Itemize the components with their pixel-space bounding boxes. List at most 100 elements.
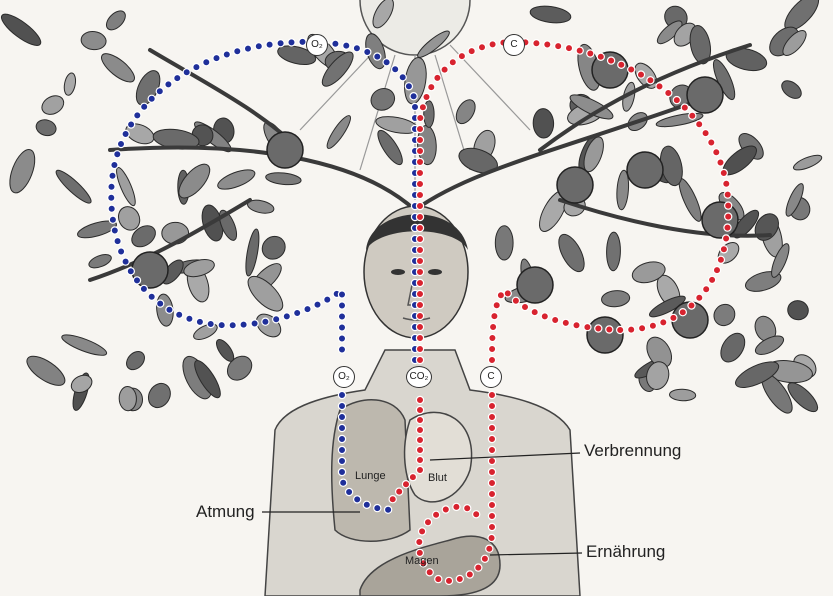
oxygen-dot xyxy=(343,42,350,49)
leaf-shape xyxy=(119,386,137,411)
carbon-dot xyxy=(416,356,423,363)
c-top-marker: C xyxy=(503,34,525,56)
carbon-dot xyxy=(416,147,423,154)
oxygen-dot xyxy=(117,140,124,147)
carbon-dot xyxy=(489,41,496,48)
combustion-label: Verbrennung xyxy=(584,441,681,461)
leaf-shape xyxy=(103,7,129,33)
carbon-dot xyxy=(396,488,403,495)
carbon-dot xyxy=(723,235,730,242)
carbon-dot xyxy=(416,224,423,231)
right-eye-shape xyxy=(428,269,442,275)
carbon-dot xyxy=(416,268,423,275)
carbon-dot xyxy=(416,169,423,176)
leaf-shape xyxy=(778,77,804,102)
leaf-shape xyxy=(39,92,67,118)
oxygen-dot xyxy=(338,424,345,431)
carbon-dot xyxy=(491,313,498,320)
carbon-dot xyxy=(416,334,423,341)
oxygen-dot xyxy=(213,55,220,62)
oxygen-dot xyxy=(218,322,225,329)
carbon-dot xyxy=(416,466,423,473)
carbon-dot xyxy=(723,180,730,187)
leaf-shape xyxy=(213,337,237,364)
carbon-dot xyxy=(628,326,635,333)
carbon-dot xyxy=(717,256,724,263)
fruit-shape xyxy=(557,167,593,203)
carbon-dot xyxy=(709,276,716,283)
carbon-dot xyxy=(717,159,724,166)
oxygen-dot xyxy=(374,505,381,512)
carbon-dot xyxy=(584,324,591,331)
leaf-shape xyxy=(60,331,109,359)
carbon-dot xyxy=(416,202,423,209)
oxygen-dot xyxy=(324,296,331,303)
carbon-dot xyxy=(488,479,495,486)
carbon-dot xyxy=(419,528,426,535)
fruit-shape xyxy=(702,202,738,238)
carbon-dot xyxy=(424,519,431,526)
carbon-dot xyxy=(488,446,495,453)
oxygen-dot xyxy=(262,318,269,325)
carbon-dot xyxy=(402,481,409,488)
leaf-shape xyxy=(113,166,138,208)
leaf-shape xyxy=(792,152,824,173)
stomach-label: Magen xyxy=(405,555,439,567)
oxygen-dot xyxy=(118,248,125,255)
oxygen-dot xyxy=(266,41,273,48)
co2-body-marker: CO₂ xyxy=(406,366,432,388)
leaf-shape xyxy=(786,299,810,322)
carbon-dot xyxy=(416,257,423,264)
carbon-dot xyxy=(497,292,504,299)
carbon-dot xyxy=(587,50,594,57)
fruit-shape xyxy=(627,152,663,188)
leaf-shape xyxy=(716,329,750,366)
leaf-shape xyxy=(97,49,138,87)
carbon-dot xyxy=(673,97,680,104)
carbon-dot xyxy=(416,538,423,545)
carbon-dot xyxy=(696,294,703,301)
carbon-dot xyxy=(416,312,423,319)
carbon-dot xyxy=(389,496,396,503)
carbon-dot xyxy=(660,319,667,326)
leaf-shape xyxy=(601,290,630,308)
carbon-dot xyxy=(725,213,732,220)
leaf-shape xyxy=(191,321,219,343)
leaf-shape xyxy=(324,113,354,151)
carbon-dot xyxy=(702,130,709,137)
fruit-shape xyxy=(517,267,553,303)
carbon-dot xyxy=(597,53,604,60)
carbon-dot xyxy=(713,267,720,274)
carbon-dot xyxy=(417,114,424,121)
carbon-dot xyxy=(647,77,654,84)
carbon-dot xyxy=(720,169,727,176)
leaf-shape xyxy=(554,231,590,276)
leaf-shape xyxy=(529,4,572,25)
leaf-shape xyxy=(215,166,257,193)
oxygen-dot xyxy=(148,293,155,300)
leaf-shape xyxy=(533,108,554,138)
leaf-shape xyxy=(0,9,45,50)
carbon-dot xyxy=(606,326,613,333)
oxygen-dot xyxy=(111,161,118,168)
carbon-dot xyxy=(416,191,423,198)
carbon-dot xyxy=(488,490,495,497)
nutrition-label: Ernährung xyxy=(586,542,665,562)
oxygen-dot xyxy=(156,88,163,95)
carbon-dot xyxy=(703,286,710,293)
carbon-dot xyxy=(416,436,423,443)
carbon-dot xyxy=(416,426,423,433)
oxygen-dot xyxy=(338,435,345,442)
leaf-shape xyxy=(63,72,78,96)
oxygen-dot xyxy=(392,66,399,73)
oxygen-dot xyxy=(183,69,190,76)
leaf-shape xyxy=(53,167,95,207)
carbon-dot xyxy=(489,345,496,352)
oxygen-dot xyxy=(273,316,280,323)
leaf-shape xyxy=(452,96,479,126)
carbon-dot xyxy=(416,290,423,297)
oxygen-dot xyxy=(294,309,301,316)
carbon-dot xyxy=(419,104,426,111)
